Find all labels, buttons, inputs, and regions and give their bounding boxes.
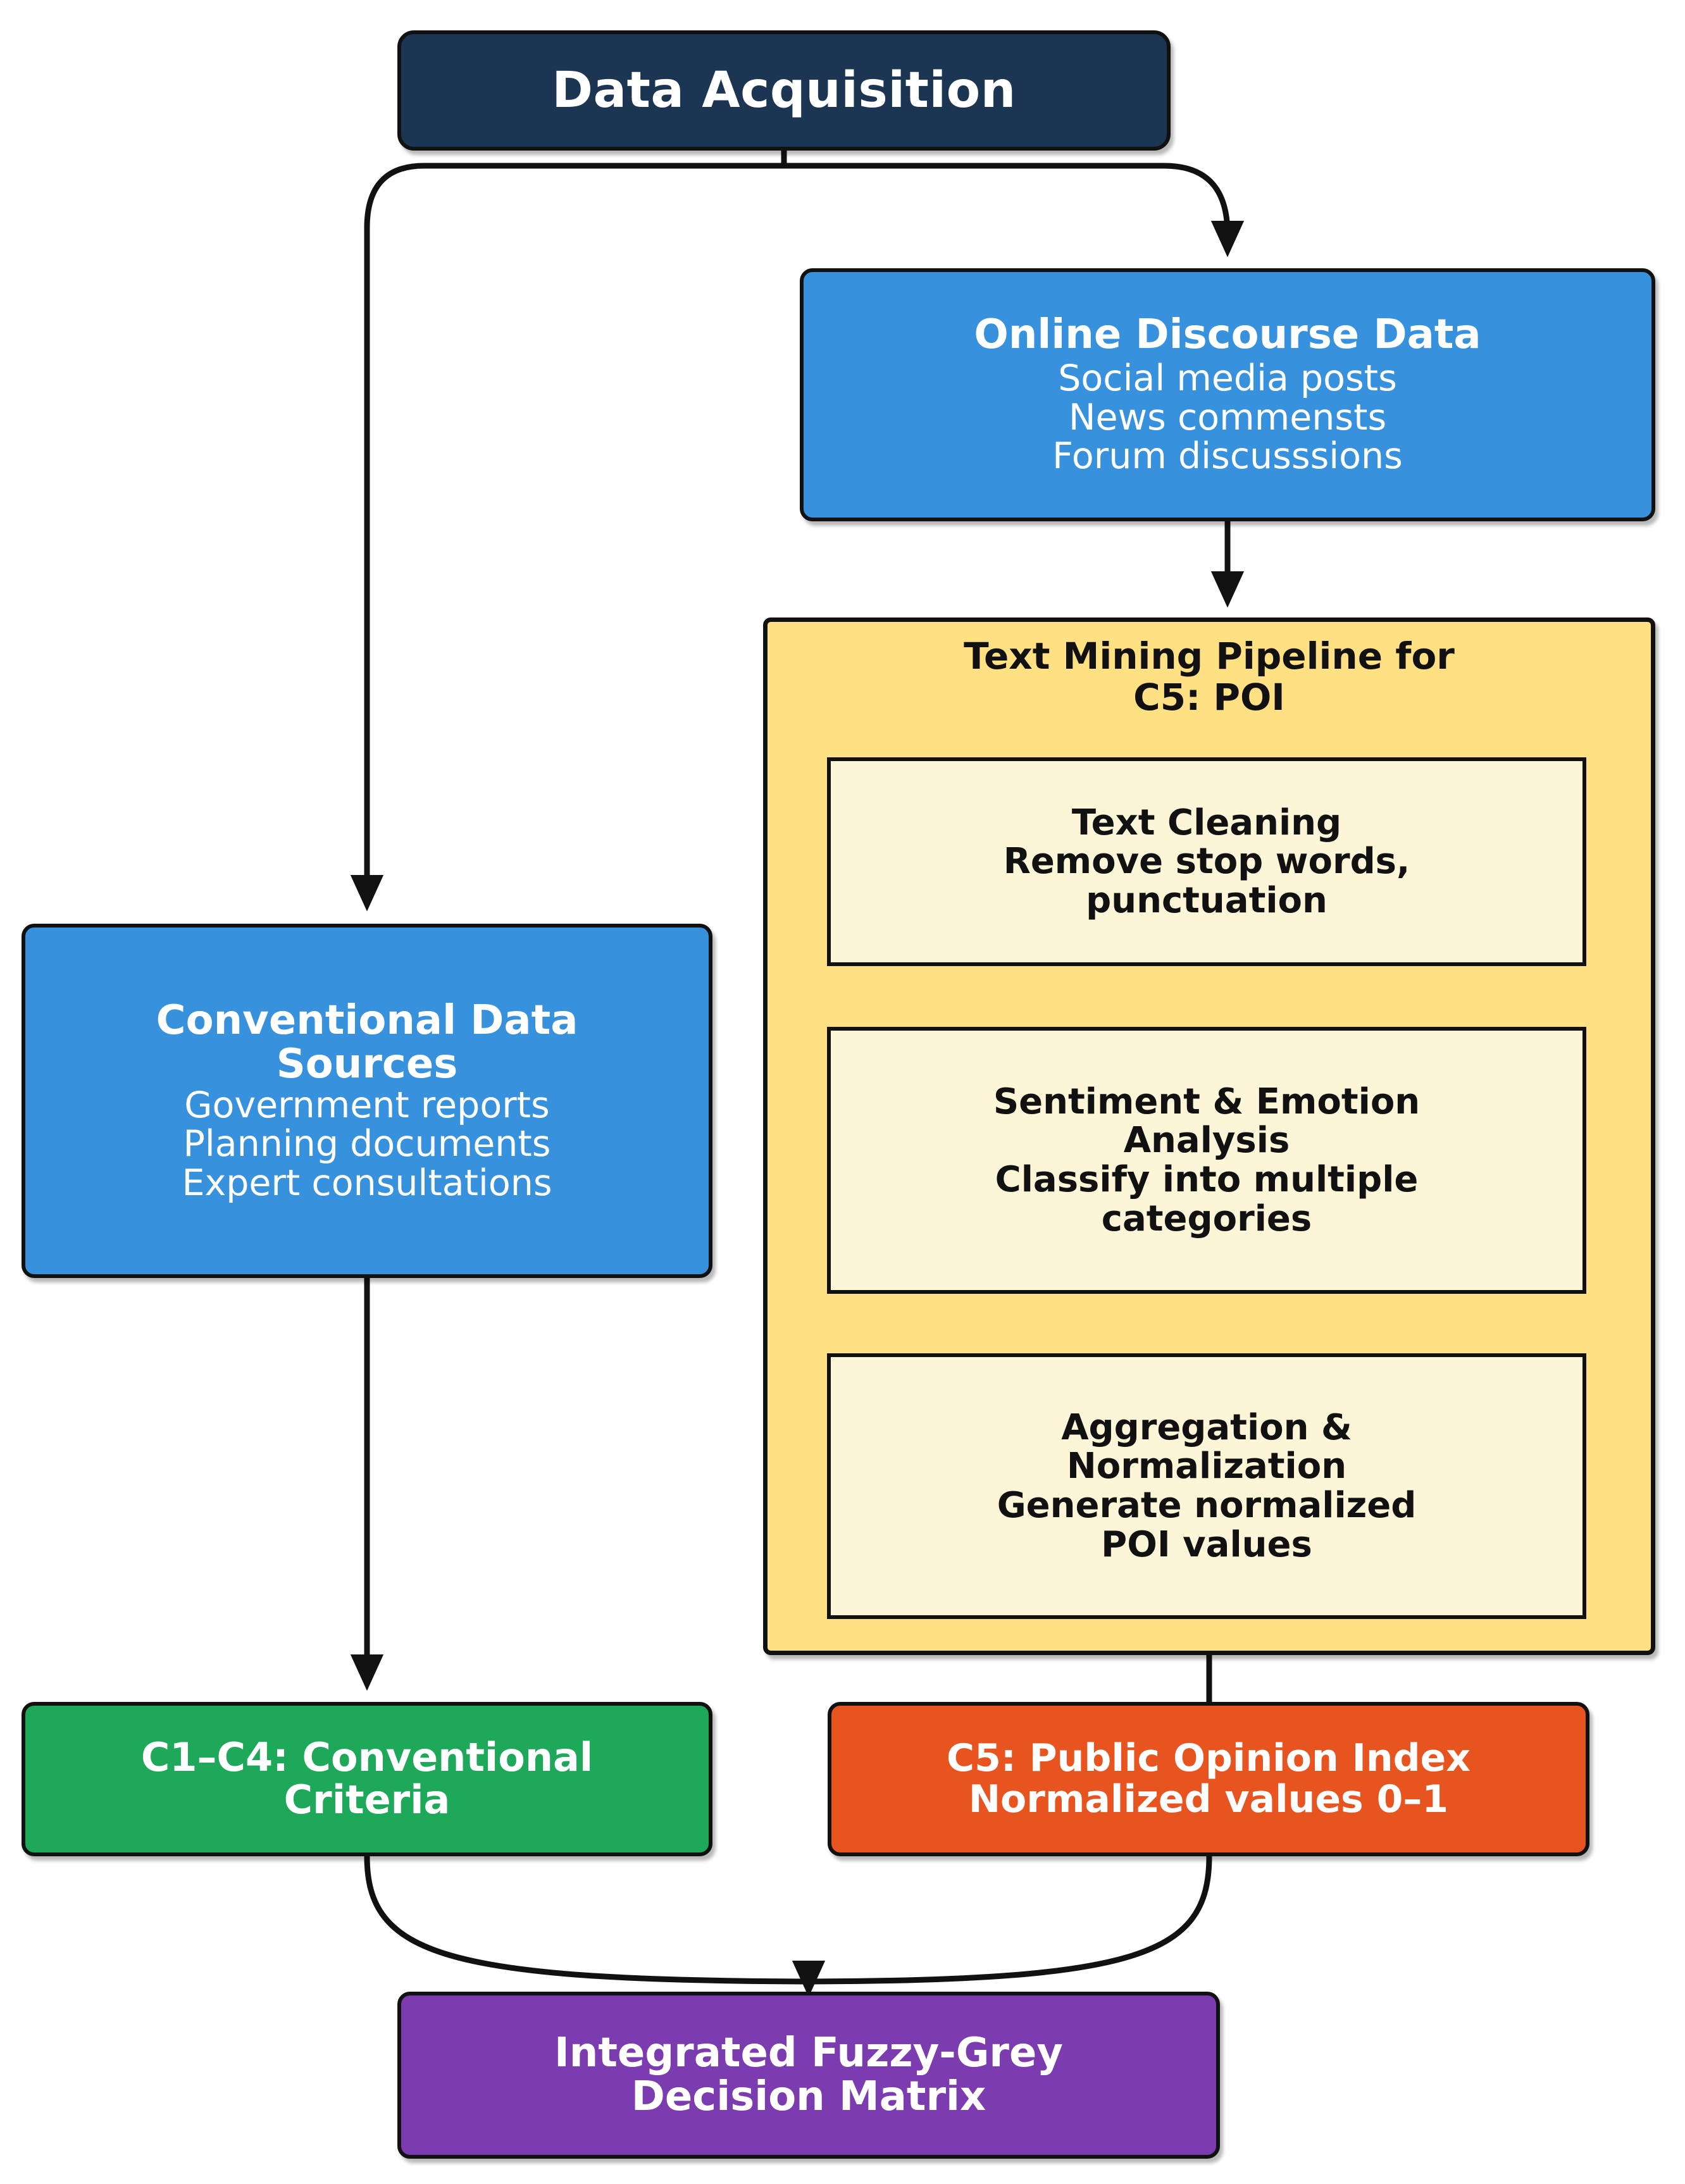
conventional-sources-line-1: Government reports (184, 1084, 550, 1126)
pipeline-title-line-2: C5: POI (1133, 675, 1285, 719)
online-discourse-title: Online Discourse Data (974, 311, 1481, 359)
edge-acquisition-to-conventional (350, 163, 784, 912)
node-conventional-criteria[interactable]: C1–C4: Conventional Criteria (22, 1702, 712, 1856)
step-aggregation-normalization[interactable]: Aggregation & Normalization Generate nor… (827, 1353, 1586, 1619)
conventional-sources-line-2: Planning documents (183, 1123, 551, 1165)
sentiment-title-line-2: Analysis (1123, 1120, 1290, 1162)
aggregation-title-line-1: Aggregation & (1061, 1406, 1352, 1448)
online-discourse-line-2: News commensts (1068, 396, 1387, 438)
aggregation-detail-line-1: Generate normalized (997, 1485, 1417, 1526)
text-cleaning-title: Text Cleaning (1071, 802, 1342, 843)
decision-matrix-title-line-2: Decision Matrix (631, 2073, 986, 2120)
step-sentiment-emotion-analysis[interactable]: Sentiment & Emotion Analysis Classify in… (827, 1027, 1586, 1294)
decision-matrix-title-line-1: Integrated Fuzzy-Grey (554, 2029, 1064, 2076)
node-decision-matrix[interactable]: Integrated Fuzzy-Grey Decision Matrix (397, 1992, 1220, 2159)
edge-poi-to-matrix (808, 1856, 1212, 1985)
aggregation-detail-line-2: POI values (1101, 1523, 1312, 1565)
edge-criteria-to-matrix (364, 1856, 809, 1985)
aggregation-title-line-2: Normalization (1066, 1446, 1347, 1487)
node-conventional-data-sources[interactable]: Conventional Data Sources Government rep… (22, 924, 712, 1278)
text-cleaning-detail-line-1: Remove stop words, (1003, 841, 1410, 883)
pipeline-title-block: Text Mining Pipeline for C5: POI (768, 622, 1651, 718)
public-opinion-index-title: C5: Public Opinion Index (947, 1736, 1470, 1781)
online-discourse-line-1: Social media posts (1058, 357, 1397, 400)
sentiment-detail-line-2: categories (1101, 1198, 1312, 1239)
conventional-sources-title-line-2: Sources (276, 1040, 458, 1088)
data-acquisition-title: Data Acquisition (552, 61, 1016, 119)
public-opinion-index-detail: Normalized values 0–1 (968, 1777, 1449, 1821)
node-online-discourse-data[interactable]: Online Discourse Data Social media posts… (800, 268, 1655, 521)
sentiment-detail-line-1: Classify into multiple (995, 1159, 1419, 1200)
conventional-criteria-title-line-2: Criteria (283, 1777, 451, 1823)
edge-acquisition-to-discourse (784, 163, 1245, 257)
step-text-cleaning[interactable]: Text Cleaning Remove stop words, punctua… (827, 757, 1586, 966)
online-discourse-line-3: Forum discusssions (1052, 435, 1403, 478)
conventional-sources-title-line-1: Conventional Data (156, 996, 578, 1044)
conventional-sources-line-3: Expert consultations (182, 1162, 552, 1204)
text-cleaning-detail-line-2: punctuation (1086, 879, 1327, 921)
node-text-mining-pipeline[interactable]: Text Mining Pipeline for C5: POI Text Cl… (763, 617, 1655, 1655)
pipeline-title-line-1: Text Mining Pipeline for (964, 635, 1455, 678)
conventional-criteria-title-line-1: C1–C4: Conventional (140, 1734, 594, 1781)
node-data-acquisition[interactable]: Data Acquisition (397, 30, 1171, 151)
node-public-opinion-index[interactable]: C5: Public Opinion Index Normalized valu… (828, 1702, 1589, 1856)
sentiment-title-line-1: Sentiment & Emotion (993, 1081, 1421, 1122)
